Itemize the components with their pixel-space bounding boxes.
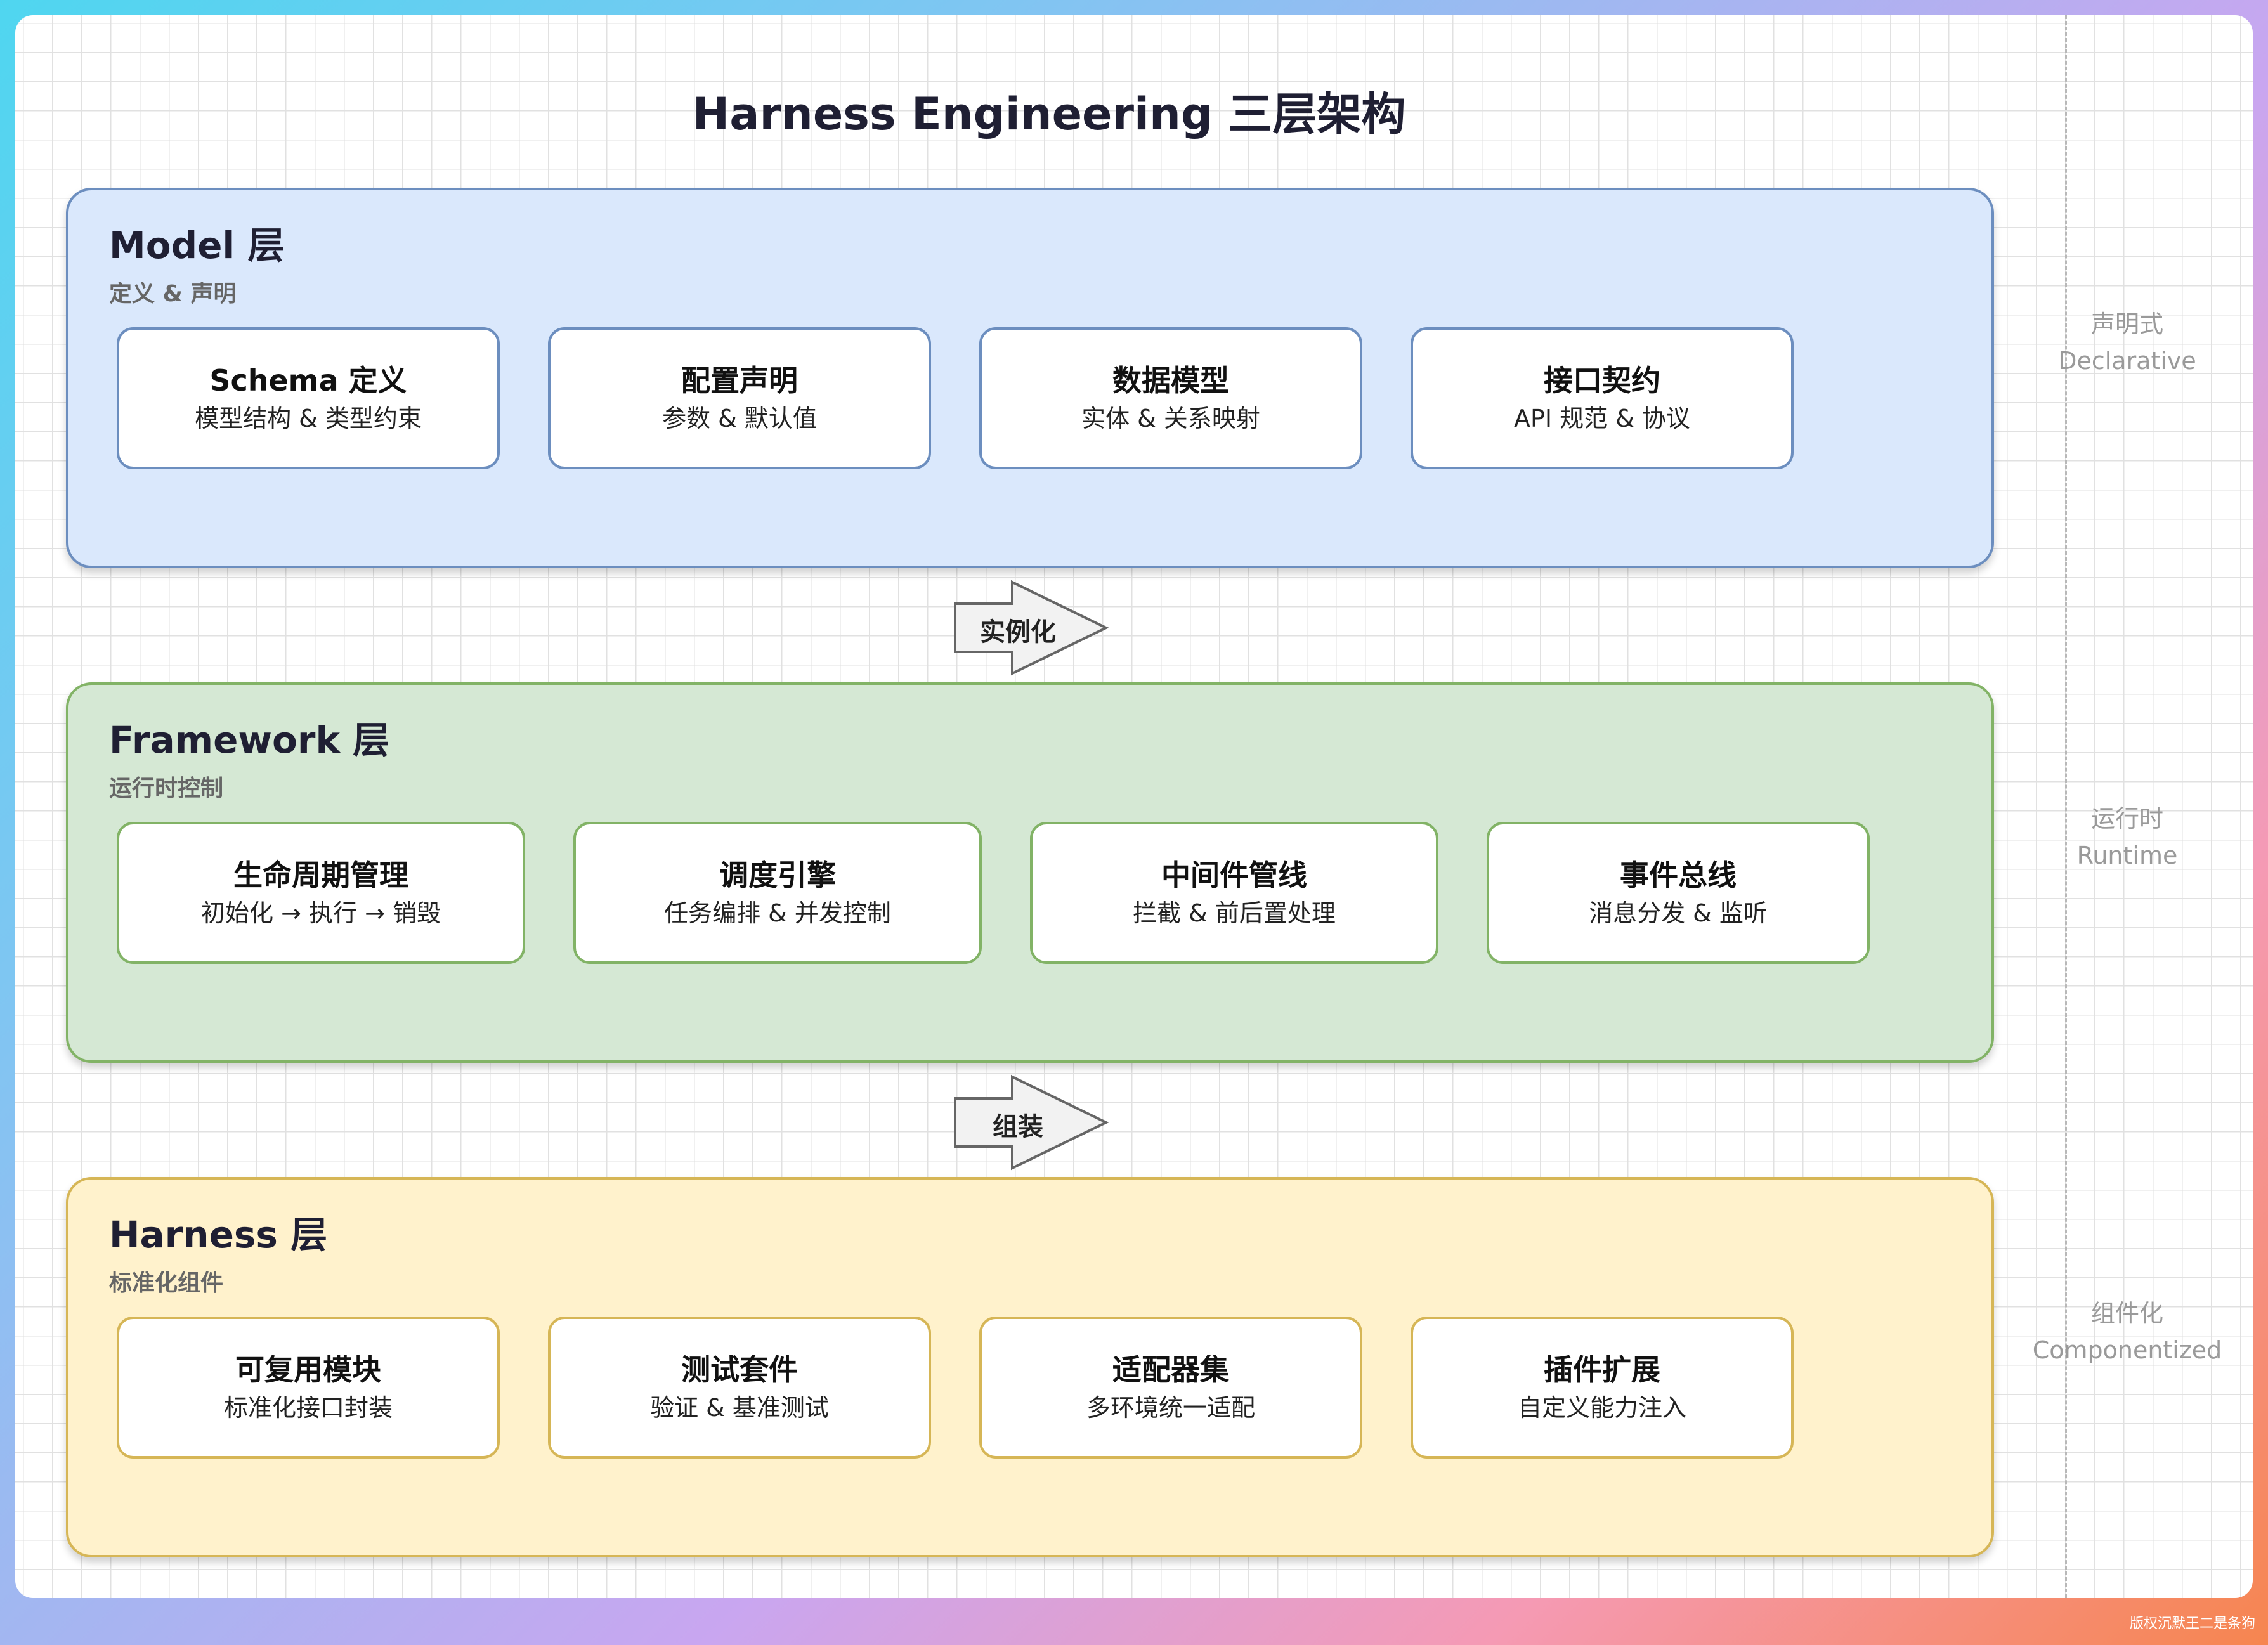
- card-title: 接口契约: [1544, 363, 1660, 398]
- side-label-runtime: 运行时 Runtime: [2032, 800, 2222, 874]
- card-title: 事件总线: [1620, 857, 1737, 892]
- layer-title: Framework 层: [109, 718, 390, 762]
- card-description: 任务编排 & 并发控制: [664, 899, 891, 927]
- card-description: 消息分发 & 监听: [1589, 899, 1768, 927]
- card-description: 多环境统一适配: [1086, 1393, 1255, 1422]
- watermark: 版权沉默王二是条狗: [2129, 1616, 2255, 1632]
- component-card: Schema 定义 模型结构 & 类型约束: [117, 327, 500, 469]
- card-title: 调度引擎: [719, 857, 836, 892]
- card-description: 验证 & 基准测试: [650, 1393, 829, 1422]
- layer-title: Model 层: [109, 224, 285, 267]
- card-title: 数据模型: [1112, 363, 1229, 398]
- layer-subtitle: 定义 & 声明: [109, 281, 237, 307]
- layer-framework: Framework 层 运行时控制 生命周期管理 初始化 → 执行 → 销毁 调…: [66, 682, 1994, 1063]
- side-label-cn: 运行时: [2090, 805, 2163, 833]
- arrow-label: 组装: [993, 1112, 1043, 1141]
- layer-harness: Harness 层 标准化组件 可复用模块 标准化接口封装 测试套件 验证 & …: [66, 1177, 1994, 1557]
- arrow-label: 实例化: [980, 618, 1056, 647]
- diagram-title: Harness Engineering 三层架构: [692, 88, 1406, 140]
- card-title: Schema 定义: [209, 363, 407, 398]
- side-label-en: Declarative: [2058, 347, 2196, 375]
- card-description: 实体 & 关系映射: [1081, 404, 1260, 432]
- side-label-declarative: 声明式 Declarative: [2032, 306, 2222, 379]
- card-title: 适配器集: [1112, 1352, 1229, 1387]
- side-label-componentized: 组件化 Componentized: [2032, 1295, 2222, 1369]
- card-title: 测试套件: [681, 1352, 798, 1387]
- card-title: 可复用模块: [235, 1352, 381, 1387]
- card-title: 配置声明: [681, 363, 798, 398]
- right-arrow-icon: [954, 1074, 1109, 1171]
- side-label-cn: 组件化: [2090, 1299, 2163, 1327]
- flow-arrow: 实例化: [951, 578, 1114, 677]
- card-description: 参数 & 默认值: [662, 404, 817, 432]
- component-card: 测试套件 验证 & 基准测试: [548, 1317, 931, 1459]
- diagram-canvas: Harness Engineering 三层架构 Model 层 定义 & 声明…: [15, 15, 2253, 1598]
- component-card: 中间件管线 拦截 & 前后置处理: [1030, 822, 1438, 964]
- component-card: 事件总线 消息分发 & 监听: [1487, 822, 1870, 964]
- component-card: 适配器集 多环境统一适配: [979, 1317, 1362, 1459]
- layer-subtitle: 标准化组件: [109, 1270, 224, 1296]
- card-description: 拦截 & 前后置处理: [1133, 899, 1336, 927]
- card-title: 插件扩展: [1544, 1352, 1660, 1387]
- card-description: 标准化接口封装: [223, 1393, 393, 1422]
- layer-title: Harness 层: [109, 1213, 328, 1256]
- card-title: 中间件管线: [1161, 857, 1307, 892]
- dashed-divider: [2065, 15, 2067, 1598]
- side-label-en: Runtime: [2076, 842, 2178, 869]
- component-card: 可复用模块 标准化接口封装: [117, 1317, 500, 1459]
- card-description: 模型结构 & 类型约束: [195, 404, 422, 432]
- layer-subtitle: 运行时控制: [109, 776, 224, 802]
- card-description: API 规范 & 协议: [1514, 404, 1690, 432]
- component-card: 数据模型 实体 & 关系映射: [979, 327, 1362, 469]
- side-label-en: Componentized: [2032, 1336, 2222, 1364]
- card-description: 初始化 → 执行 → 销毁: [201, 899, 441, 927]
- component-card: 插件扩展 自定义能力注入: [1411, 1317, 1794, 1459]
- side-label-cn: 声明式: [2090, 310, 2163, 338]
- card-description: 自定义能力注入: [1517, 1393, 1686, 1422]
- layer-model: Model 层 定义 & 声明 Schema 定义 模型结构 & 类型约束 配置…: [66, 188, 1994, 568]
- right-arrow-icon: [954, 580, 1109, 676]
- component-card: 调度引擎 任务编排 & 并发控制: [573, 822, 982, 964]
- component-card: 生命周期管理 初始化 → 执行 → 销毁: [117, 822, 525, 964]
- component-card: 配置声明 参数 & 默认值: [548, 327, 931, 469]
- flow-arrow: 组装: [951, 1073, 1114, 1172]
- component-card: 接口契约 API 规范 & 协议: [1411, 327, 1794, 469]
- card-title: 生命周期管理: [233, 857, 408, 892]
